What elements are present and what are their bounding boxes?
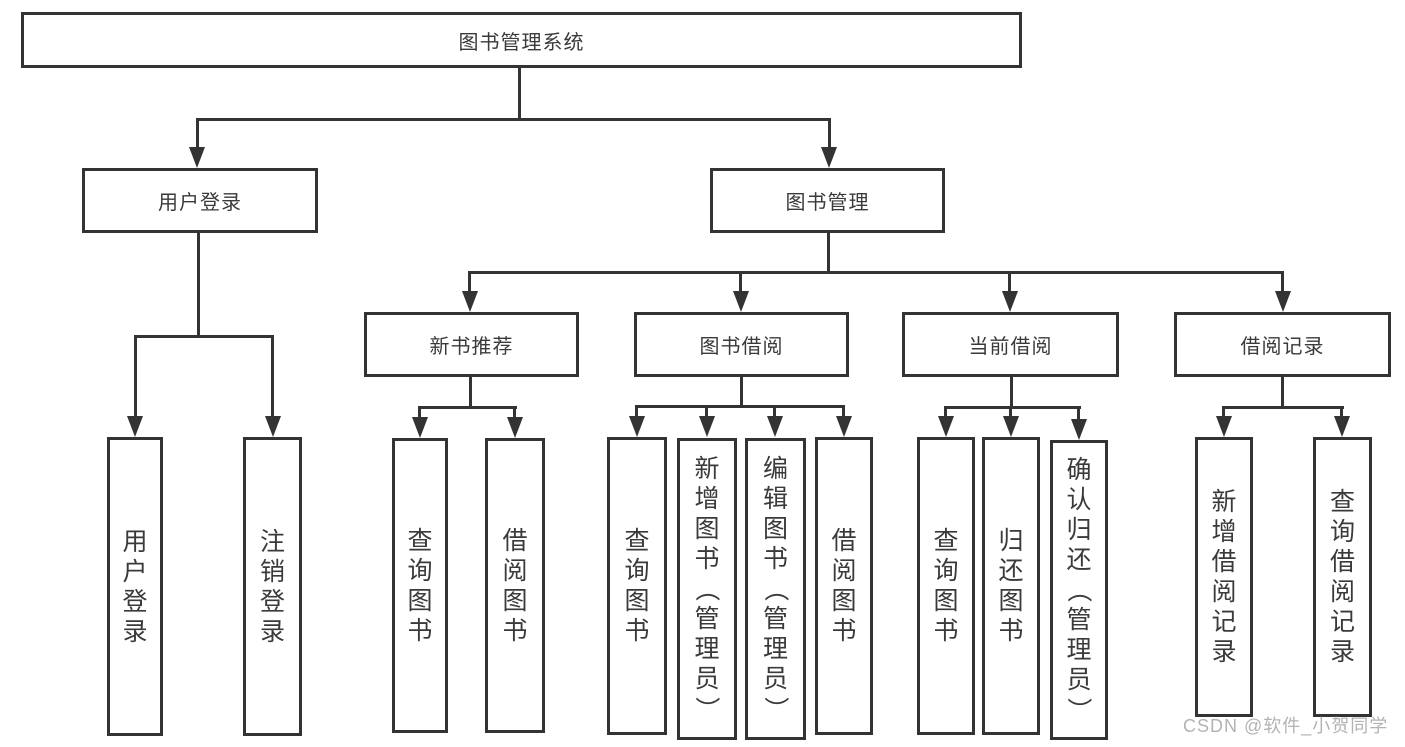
- arrowhead-book-mgmt: [821, 147, 837, 168]
- connector-mgmt-stem: [827, 233, 830, 271]
- arrowhead-br-query: [1334, 416, 1350, 437]
- node-library-system: 图书管理系统: [21, 12, 1022, 68]
- connector-bb-borrow-stem: [842, 405, 845, 419]
- leaf-bb-add-books-admin: 新增图书（管理员）: [677, 438, 737, 740]
- connector-cb-rail: [944, 406, 1081, 409]
- arrowhead-cb-return: [1003, 416, 1019, 437]
- leaf-cb-confirm-return-admin: 确认归还（管理员）: [1050, 440, 1108, 740]
- connector-leaf-login-stem: [134, 335, 137, 419]
- connector-records-stem: [1281, 271, 1284, 293]
- connector-bb-rail: [635, 405, 844, 408]
- connector-cb-confirm-stem: [1077, 406, 1080, 422]
- connector-nb-borrow-stem: [513, 406, 516, 420]
- connector-br-down: [1281, 377, 1284, 406]
- arrowhead-cb-query: [938, 416, 954, 437]
- arrowhead-bb-add: [699, 416, 715, 437]
- connector-bb-query-stem: [635, 405, 638, 419]
- leaf-br-add-record: 新增借阅记录: [1195, 437, 1253, 717]
- connector-br-add-stem: [1222, 406, 1225, 419]
- node-borrowing-records: 借阅记录: [1174, 312, 1391, 377]
- leaf-bb-query-books: 查询图书: [607, 437, 667, 735]
- connector-user-login-stem: [196, 118, 199, 150]
- connector-login-rail: [134, 335, 274, 338]
- connector-br-rail: [1222, 406, 1344, 409]
- connector-book-mgmt-stem: [828, 118, 831, 150]
- connector-newbook-down: [469, 377, 472, 406]
- connector-cb-return-stem: [1009, 406, 1012, 419]
- connector-login-stem: [197, 233, 200, 335]
- arrowhead-current: [1002, 291, 1018, 312]
- leaf-cb-query-books: 查询图书: [917, 437, 975, 735]
- arrowhead-nb-borrow: [507, 417, 523, 438]
- connector-newbook-rail: [418, 406, 517, 409]
- arrowhead-leaf-login: [127, 416, 143, 437]
- node-book-borrowing: 图书借阅: [634, 312, 849, 377]
- leaf-bb-borrow-books: 借阅图书: [815, 437, 873, 735]
- node-book-management: 图书管理: [710, 168, 945, 233]
- connector-newbook-stem: [468, 271, 471, 293]
- connector-cb-query-stem: [944, 406, 947, 419]
- arrowhead-leaf-logout: [265, 416, 281, 437]
- connector-leaf-logout-stem: [271, 335, 274, 419]
- arrowhead-bb-query: [629, 416, 645, 437]
- connector-bb-add-stem: [705, 405, 708, 419]
- arrowhead-user-login: [189, 147, 205, 168]
- connector-bb-down: [740, 377, 743, 405]
- arrowhead-newbook: [462, 291, 478, 312]
- node-user-login: 用户登录: [82, 168, 318, 233]
- arrowhead-records: [1275, 291, 1291, 312]
- connector-current-stem: [1008, 271, 1011, 293]
- connector-bb-edit-stem: [773, 405, 776, 419]
- leaf-bb-edit-books-admin: 编辑图书（管理员）: [745, 438, 806, 740]
- node-current-borrowing: 当前借阅: [902, 312, 1119, 377]
- arrowhead-bb-borrow: [836, 416, 852, 437]
- leaf-user-login: 用户登录: [107, 437, 163, 736]
- arrowhead-br-add: [1216, 416, 1232, 437]
- arrowhead-borrow: [733, 291, 749, 312]
- connector-borrow-stem: [739, 271, 742, 293]
- csdn-watermark: CSDN @软件_小贺同学: [1183, 716, 1389, 736]
- arrowhead-bb-edit: [767, 416, 783, 437]
- leaf-logout: 注销登录: [243, 437, 302, 736]
- connector-mgmt-rail: [468, 271, 1284, 274]
- leaf-br-query-record: 查询借阅记录: [1313, 437, 1372, 717]
- leaf-cb-return-books: 归还图书: [982, 437, 1040, 735]
- node-new-book-recommend: 新书推荐: [364, 312, 579, 377]
- leaf-nb-borrow-books: 借阅图书: [485, 438, 545, 733]
- connector-root-rail: [197, 118, 831, 121]
- connector-root-stem: [518, 68, 521, 118]
- connector-nb-query-stem: [418, 406, 421, 420]
- connector-cb-down: [1010, 377, 1013, 406]
- arrowhead-cb-confirm: [1071, 419, 1087, 440]
- leaf-nb-query-books: 查询图书: [392, 438, 448, 733]
- arrowhead-nb-query: [412, 417, 428, 438]
- connector-br-query-stem: [1340, 406, 1343, 419]
